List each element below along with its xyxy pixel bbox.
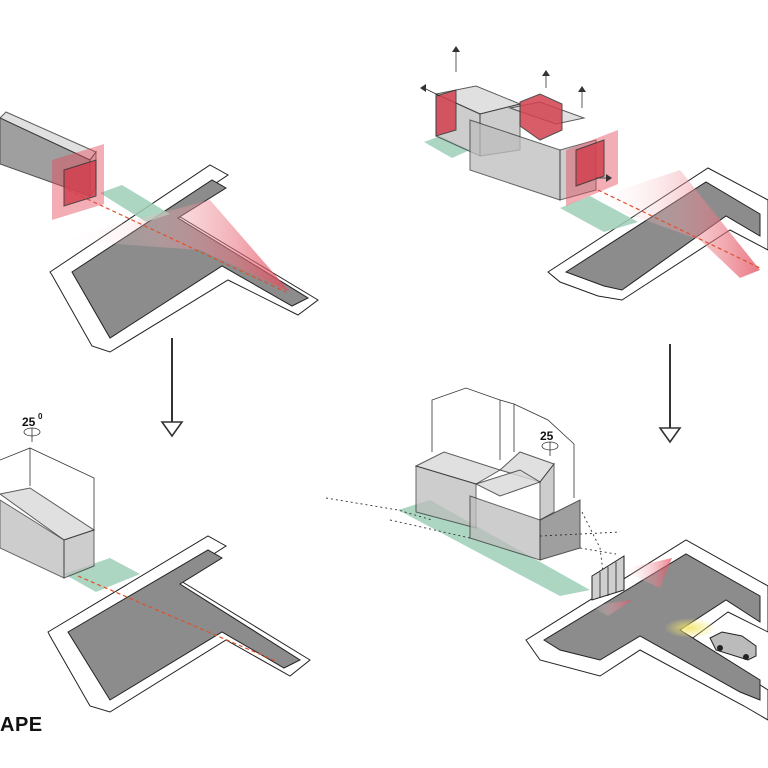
panel-bottom-right: 25 xyxy=(325,387,768,721)
sightline xyxy=(67,189,287,293)
red-volume-top xyxy=(519,93,563,141)
mass-side-2 xyxy=(539,462,555,521)
view-cone xyxy=(590,170,760,278)
red-volume-left xyxy=(435,89,457,137)
forecourt-strip-back xyxy=(424,136,470,158)
road xyxy=(564,181,761,291)
rotate-icon xyxy=(23,427,41,442)
forecourt-strip xyxy=(100,185,170,222)
process-arrow-right xyxy=(658,344,682,444)
panel-top-left xyxy=(0,111,319,353)
car-icon xyxy=(709,631,757,661)
rotate-icon xyxy=(541,441,559,456)
road xyxy=(67,549,302,701)
panel-bottom-left: 25 0 xyxy=(0,412,311,713)
sightline xyxy=(77,575,279,663)
forecourt-strip xyxy=(560,196,638,232)
view-cone xyxy=(60,200,290,292)
forecourt-strip xyxy=(64,558,140,592)
rotation-angle-label: 25 xyxy=(540,429,554,443)
rotation-angle-label: 25 xyxy=(22,415,36,429)
view-glow-red-low xyxy=(590,600,632,616)
forecourt-strip xyxy=(398,500,590,596)
view-glow-red xyxy=(620,558,672,588)
building-end xyxy=(63,529,95,579)
gate-icon xyxy=(591,555,625,601)
process-arrow-left xyxy=(160,338,184,438)
diagram-caption: APE xyxy=(0,714,43,736)
mass-top-3 xyxy=(474,469,542,497)
road xyxy=(71,179,310,339)
rotation-angle-unit: 0 xyxy=(38,412,43,421)
sightline xyxy=(597,189,761,269)
frontal-box xyxy=(63,159,97,207)
road xyxy=(543,553,761,701)
frontal-box xyxy=(575,139,605,187)
panel-top-right xyxy=(420,46,768,301)
headlight-glow xyxy=(664,618,716,638)
